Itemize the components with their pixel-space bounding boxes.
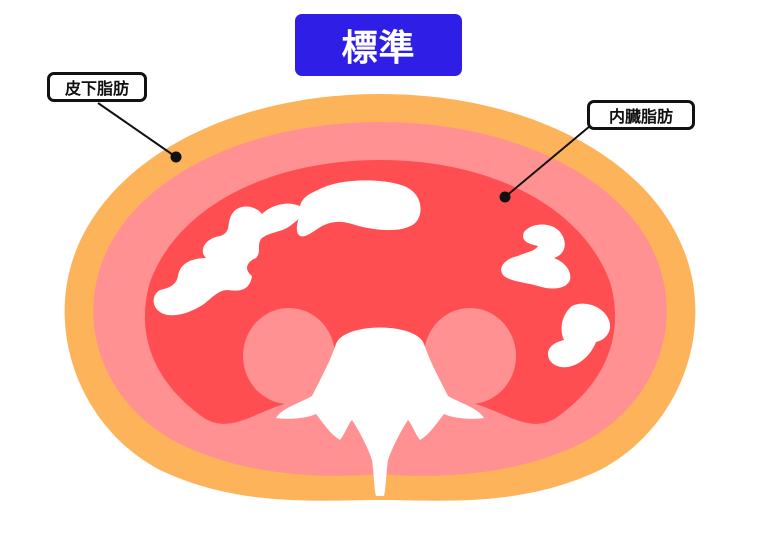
visceral-fat-pointer-dot [499, 191, 511, 203]
subcutaneous-fat-pointer-dot [170, 151, 182, 163]
title-text: 標準 [341, 28, 416, 69]
intestine-blob-right-upper [501, 224, 571, 289]
intestine-blob-chain [153, 203, 303, 316]
visceral-fat-label-text: 内臓脂肪 [608, 107, 673, 126]
intestine-blob-right-lower [548, 303, 611, 368]
subcutaneous-fat-label-text: 皮下脂肪 [64, 79, 129, 98]
subcutaneous-fat-pointer-line [97, 102, 177, 158]
visceral-fat-label: 内臓脂肪 [587, 100, 695, 130]
visceral-fat-pointer-line [504, 125, 591, 198]
spine-vertebra [276, 327, 484, 496]
left-kidney [243, 308, 335, 404]
subcutaneous-fat-label: 皮下脂肪 [47, 72, 147, 102]
right-kidney [424, 308, 516, 404]
title-badge: 標準 [295, 14, 462, 76]
intestine-blob-upper [296, 180, 421, 237]
